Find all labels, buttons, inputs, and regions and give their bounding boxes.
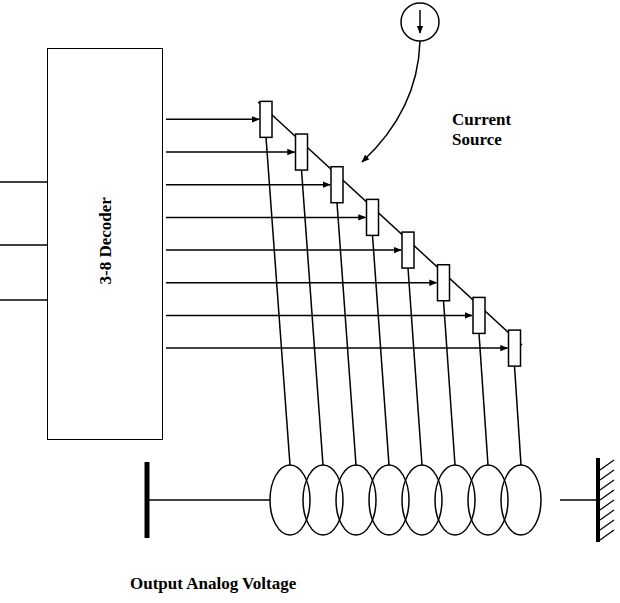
switch-symbol — [260, 101, 272, 137]
decoder-output-arrow — [166, 315, 472, 317]
decoder-label: 3-8 Decoder — [96, 197, 116, 284]
switch-symbol — [473, 297, 485, 333]
switch-output-wire — [444, 301, 456, 465]
switch-symbol — [296, 134, 308, 170]
current-source-label: Current Source — [452, 110, 547, 149]
switch-output-wire — [479, 333, 488, 465]
ground-hatch — [600, 530, 614, 540]
decoder-output-arrow — [166, 119, 259, 121]
coil-winding — [369, 465, 409, 535]
output-label: Output Analog Voltage — [130, 574, 390, 594]
coil-winding — [336, 465, 376, 535]
ground-hatch — [600, 510, 614, 520]
ground-hatch — [600, 520, 614, 530]
coil-winding — [501, 465, 541, 535]
ground-hatch — [600, 480, 614, 490]
ground-hatch — [600, 460, 614, 470]
switch-output-wire — [408, 268, 422, 465]
decoder-output-arrow — [166, 151, 295, 153]
coil-winding — [435, 465, 475, 535]
switch-output-wire — [266, 137, 290, 465]
input-line — [0, 181, 47, 183]
decoder-output-arrow — [166, 282, 437, 284]
ground-hatch — [600, 500, 614, 510]
switch-output-wire — [515, 366, 522, 465]
decoder-output-arrow — [166, 347, 508, 349]
output-wire — [147, 499, 270, 501]
decoder-box: 3-8 Decoder — [47, 48, 163, 440]
coil-winding — [270, 465, 310, 535]
switch-symbol — [438, 265, 450, 301]
decoder-output-arrow — [166, 249, 401, 251]
switch-symbol — [402, 232, 414, 268]
ground-bar — [596, 458, 600, 542]
switch-output-wire — [337, 203, 356, 465]
ground-hatch — [600, 490, 614, 500]
ground-wire — [560, 499, 598, 501]
ground-hatch — [600, 470, 614, 480]
switch-symbol — [331, 167, 343, 203]
switch-symbol — [367, 199, 379, 235]
current-feed-line — [362, 41, 420, 162]
input-line — [0, 299, 47, 301]
current-source-arrow — [419, 10, 421, 33]
decoder-output-arrow — [166, 217, 366, 219]
output-terminal — [145, 462, 150, 538]
switch-output-wire — [373, 235, 390, 465]
input-line — [0, 244, 47, 246]
coil-winding — [402, 465, 442, 535]
current-source-symbol — [401, 3, 439, 41]
switch-symbol — [509, 330, 521, 366]
coil-winding — [468, 465, 508, 535]
decoder-output-arrow — [166, 184, 330, 186]
switch-output-wire — [302, 170, 324, 465]
coil-winding — [303, 465, 343, 535]
